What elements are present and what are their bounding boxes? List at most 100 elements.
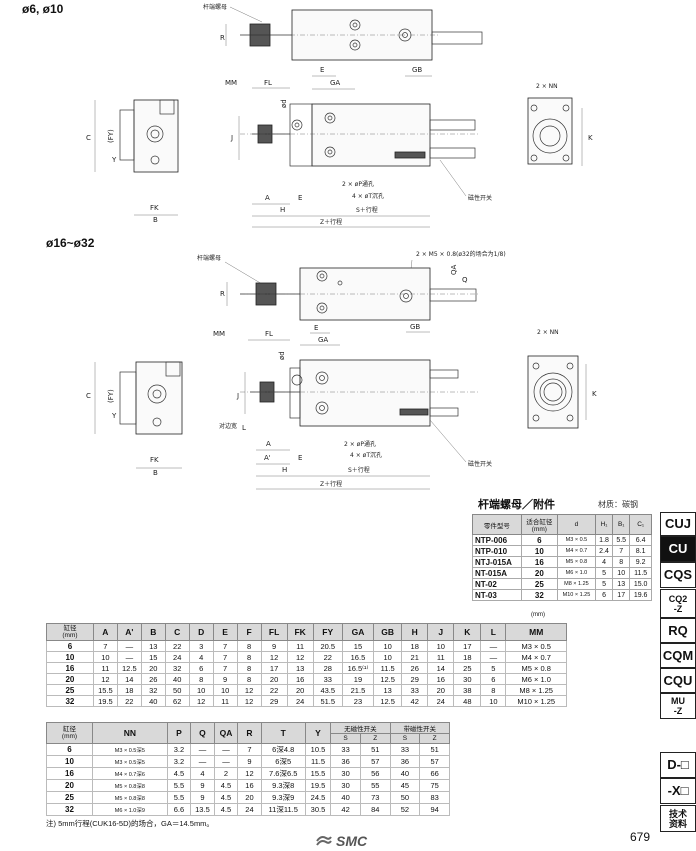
table1-cell: 20.5	[312, 640, 343, 652]
table2-header-cell: R	[237, 722, 262, 744]
side-tab-cuj[interactable]: CUJ	[660, 512, 696, 536]
svg-text:E: E	[298, 454, 302, 462]
table2-cell: 4.5	[213, 779, 239, 792]
table1-cell: 22	[164, 640, 190, 652]
side-tab-d[interactable]: D-□	[660, 752, 696, 778]
table1-cell: 10	[480, 695, 507, 707]
side-tab-cq2-z[interactable]: CQ2-Z	[660, 589, 696, 618]
side-tab-cqs[interactable]: CQS	[660, 562, 696, 588]
table2-cell: 10.5	[304, 743, 332, 756]
accessory-material: 材质：碳钢	[598, 500, 638, 509]
table1-cell: M3 × 0.5	[505, 640, 567, 652]
svg-text:A: A	[266, 440, 271, 448]
table2-cell: 5.5	[166, 779, 192, 792]
table2-subheader-cell: Z	[419, 733, 450, 744]
drawing2-top-view: 杆端螺母 2 × M5 × 0.8(ø32的场合为1/8) QA Q R E G…	[197, 250, 506, 346]
table2-cell: 10	[45, 755, 94, 768]
svg-text:MM: MM	[213, 330, 225, 338]
table2-cell: 20	[45, 779, 94, 792]
side-tab-cqm[interactable]: CQM	[660, 643, 696, 668]
table2-cell: 16	[45, 767, 94, 780]
svg-text:K: K	[592, 390, 597, 398]
table1-cell: 50	[164, 684, 190, 696]
accessory-cell: M3 × 0.5	[556, 534, 596, 546]
accessory-cell: 17	[612, 589, 631, 601]
table2-cell: 42	[330, 803, 361, 816]
table2-group-header: 无磁性开关	[330, 722, 391, 734]
drawing2-front-view: C (FY) Y FK B	[86, 361, 183, 477]
table1-header-cell: J	[427, 623, 455, 641]
table1-cell: 17	[260, 662, 288, 674]
table1-cell: 8	[236, 640, 262, 652]
table2-cell: 30	[330, 779, 361, 792]
svg-text:4 × øT沉孔: 4 × øT沉孔	[352, 192, 384, 200]
table1-cell: 40	[164, 673, 190, 685]
svg-text:FL: FL	[265, 330, 273, 338]
accessory-header-cell: H₁	[594, 514, 614, 535]
table2-cell: 94	[419, 803, 450, 816]
side-tab-mu-z[interactable]: MU-Z	[660, 693, 696, 719]
part-number-cell: NTJ-015A	[472, 556, 522, 568]
table1-cell: 7	[212, 662, 238, 674]
table1-header-cell: H	[401, 623, 429, 641]
part-number-cell: NTP-006	[472, 534, 522, 546]
svg-text:(FY): (FY)	[107, 389, 115, 403]
accessory-cell: 8.1	[629, 545, 652, 557]
svg-text:杆端螺母: 杆端螺母	[203, 3, 227, 11]
svg-text:GB: GB	[412, 66, 422, 74]
table1-header-cell: A'	[116, 623, 142, 641]
table2-cell: M5 × 0.8深8	[92, 791, 168, 804]
side-tab-x[interactable]: -X□	[660, 778, 696, 804]
accessory-cell: M5 × 0.8	[556, 556, 596, 568]
table1-cell: 9	[260, 640, 288, 652]
table1-cell: 11.5	[373, 662, 403, 674]
drawing2-rear-view: 2 × NN K	[527, 329, 597, 429]
table1-cell: 21	[401, 651, 429, 663]
accessory-cell: 5.5	[612, 534, 631, 546]
accessory-cell: M6 × 1.0	[556, 567, 596, 579]
accessory-cell: 19.6	[629, 589, 652, 601]
table2-cell: 24.5	[304, 791, 332, 804]
table2-cell: 52	[389, 803, 421, 816]
table1-cell: —	[116, 651, 142, 663]
svg-text:Y: Y	[111, 156, 117, 164]
table2-cell: 33	[330, 743, 361, 756]
table1-cell: 16	[46, 662, 94, 674]
svg-text:2 × NN: 2 × NN	[536, 83, 558, 90]
accessory-header-cell: B₁	[612, 514, 631, 535]
table1-cell: 15	[341, 640, 375, 652]
side-tab-cqu[interactable]: CQU	[660, 668, 696, 693]
table1-cell: 14	[427, 662, 455, 674]
brand-name: SMC	[336, 833, 368, 849]
svg-text:2 × NN: 2 × NN	[537, 329, 559, 336]
svg-text:QA: QA	[450, 264, 458, 275]
table1-cell: 30	[453, 673, 482, 685]
svg-text:E: E	[314, 324, 318, 332]
table1-cell: 12.5	[373, 673, 403, 685]
table1-header-cell: FY	[312, 623, 343, 641]
table2-cell: 13.5	[190, 803, 215, 816]
table1-header-cell: K	[453, 623, 482, 641]
side-tab-cu[interactable]: CU	[660, 536, 696, 562]
table2-cell: 16	[237, 779, 262, 792]
table1-cell: 28	[312, 662, 343, 674]
table1-cell: 8	[236, 673, 262, 685]
svg-text:L: L	[242, 424, 246, 432]
table1-cell: 42	[401, 695, 429, 707]
table1-cell: 8	[236, 662, 262, 674]
drawing1-side-view: MM FL ød J 2 × øP通孔 4 × øT沉孔 磁性开关 A E H …	[225, 79, 492, 228]
side-tab-[interactable]: 技术资料	[660, 805, 696, 832]
table2-cell: 6深5	[260, 755, 306, 768]
accessory-title: 杆端螺母／附件	[478, 499, 555, 511]
side-tab-rq[interactable]: RQ	[660, 618, 696, 643]
